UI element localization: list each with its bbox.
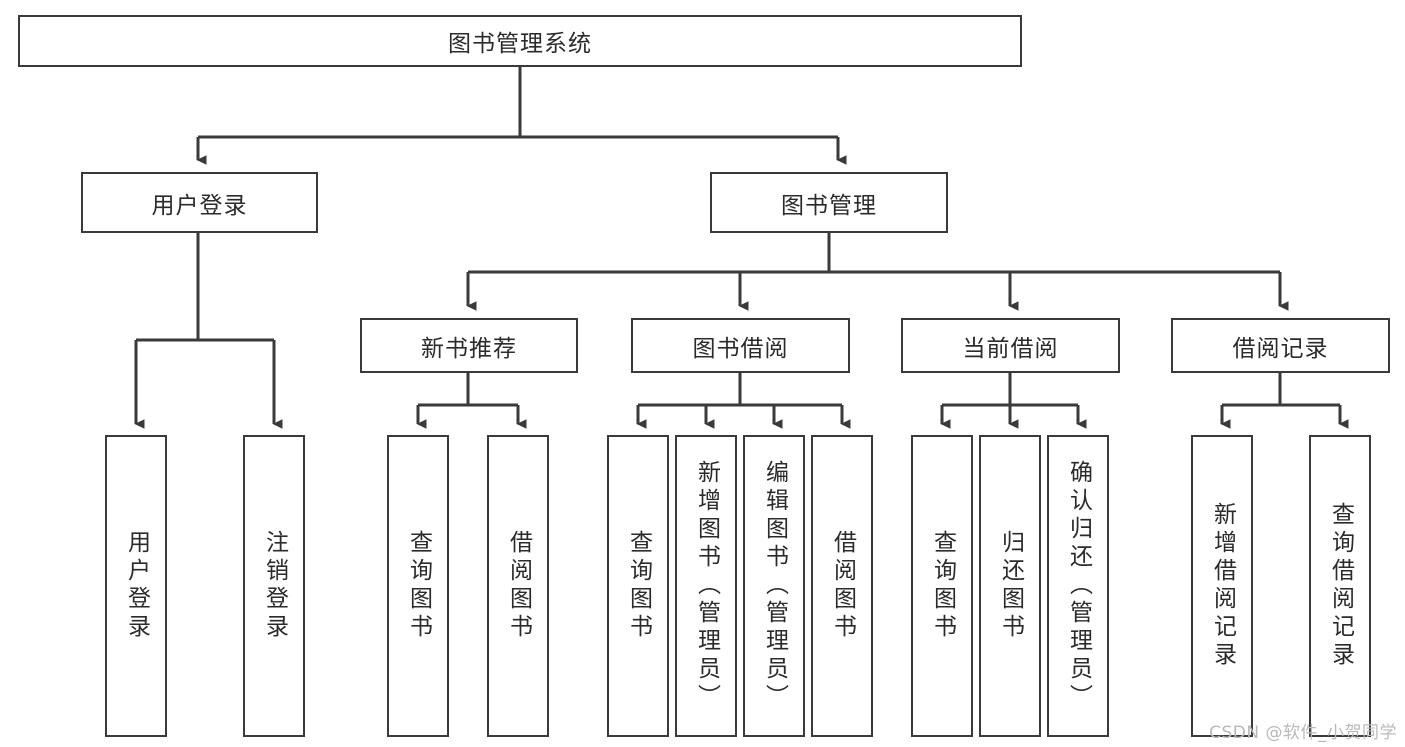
node-label: 借阅图书 bbox=[505, 530, 532, 642]
node-label: 查询借阅记录 bbox=[1327, 502, 1354, 670]
leaf-recommend-borrow-book[interactable]: 借阅图书 bbox=[487, 435, 549, 737]
leaf-recommend-query-book[interactable]: 查询图书 bbox=[387, 435, 449, 737]
node-label: 查询图书 bbox=[625, 530, 652, 642]
leaf-user-login[interactable]: 用户登录 bbox=[105, 435, 167, 737]
leaf-borrow-edit-book-admin[interactable]: 编辑图书（管理员） bbox=[743, 435, 805, 737]
node-label: 当前借阅 bbox=[962, 335, 1059, 362]
node-label: 确认归还（管理员） bbox=[1065, 460, 1092, 712]
leaf-current-return-book[interactable]: 归还图书 bbox=[979, 435, 1041, 737]
node-borrow-record[interactable]: 借阅记录 bbox=[1171, 318, 1390, 373]
leaf-logout[interactable]: 注销登录 bbox=[243, 435, 305, 737]
node-label: 借阅记录 bbox=[1232, 335, 1329, 362]
node-label: 注销登录 bbox=[261, 530, 288, 642]
node-label: 借阅图书 bbox=[829, 530, 856, 642]
node-label: 查询图书 bbox=[405, 530, 432, 642]
node-label: 图书管理 bbox=[781, 192, 877, 219]
leaf-current-confirm-return-admin[interactable]: 确认归还（管理员） bbox=[1047, 435, 1109, 737]
node-label: 新增借阅记录 bbox=[1209, 502, 1236, 670]
leaf-borrow-add-book-admin[interactable]: 新增图书（管理员） bbox=[675, 435, 737, 737]
leaf-borrow-borrow-book[interactable]: 借阅图书 bbox=[811, 435, 873, 737]
node-label: 查询图书 bbox=[929, 530, 956, 642]
node-current-borrow[interactable]: 当前借阅 bbox=[901, 318, 1120, 373]
node-book-management[interactable]: 图书管理 bbox=[710, 172, 948, 233]
leaf-current-query-book[interactable]: 查询图书 bbox=[911, 435, 973, 737]
node-label: 图书管理系统 bbox=[448, 31, 592, 57]
node-new-book-recommend[interactable]: 新书推荐 bbox=[360, 318, 578, 373]
node-label: 用户登录 bbox=[123, 530, 150, 642]
leaf-record-add-borrow-record[interactable]: 新增借阅记录 bbox=[1191, 435, 1253, 737]
node-label: 图书借阅 bbox=[692, 335, 789, 362]
node-label: 新书推荐 bbox=[421, 335, 517, 362]
node-label: 新增图书（管理员） bbox=[693, 460, 720, 712]
leaf-record-query-borrow-record[interactable]: 查询借阅记录 bbox=[1309, 435, 1371, 737]
node-label: 归还图书 bbox=[997, 530, 1024, 642]
node-label: 用户登录 bbox=[151, 192, 248, 219]
node-book-borrow[interactable]: 图书借阅 bbox=[631, 318, 850, 373]
node-root-book-management-system[interactable]: 图书管理系统 bbox=[18, 15, 1022, 67]
node-user-login[interactable]: 用户登录 bbox=[81, 172, 318, 233]
leaf-borrow-query-book[interactable]: 查询图书 bbox=[607, 435, 669, 737]
node-label: 编辑图书（管理员） bbox=[761, 460, 788, 712]
